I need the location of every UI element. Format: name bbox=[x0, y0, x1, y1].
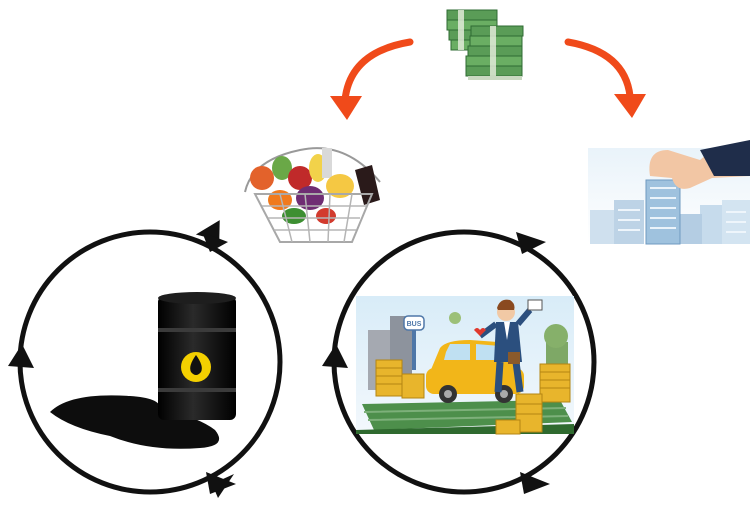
oil-barrel-icon bbox=[50, 292, 236, 449]
oil-cycle-loop bbox=[8, 220, 283, 498]
car-money-man-icon: BUS bbox=[356, 296, 574, 435]
lifestyle-cycle-loop bbox=[322, 229, 597, 495]
hand-building-icon bbox=[588, 140, 750, 245]
grocery-basket-icon bbox=[244, 147, 381, 243]
businessman bbox=[474, 299, 543, 393]
coin-stacks bbox=[375, 359, 571, 435]
arrow-money-to-real-estate bbox=[564, 38, 646, 118]
bus-sign-label: BUS bbox=[407, 321, 422, 328]
money-stacks-icon bbox=[446, 9, 524, 80]
arrow-money-to-groceries bbox=[330, 38, 414, 120]
